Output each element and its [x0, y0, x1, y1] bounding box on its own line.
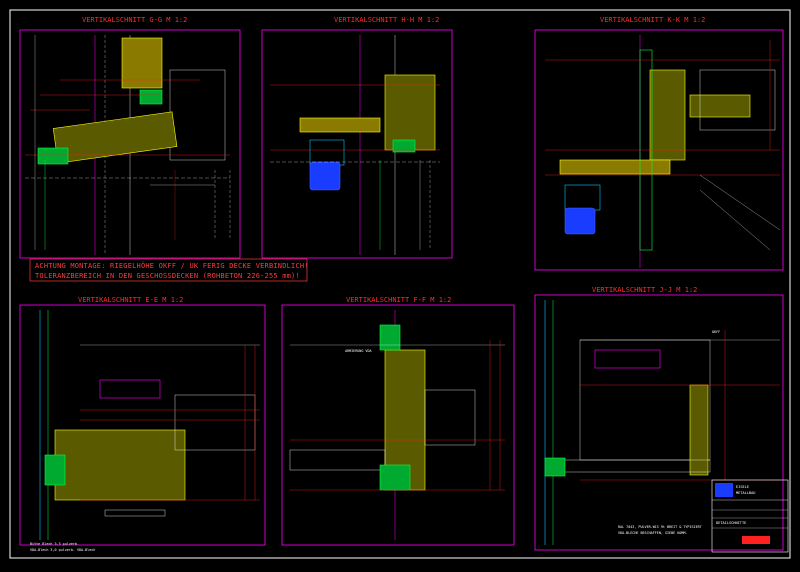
note-armierung: ARMIERUNG VDA	[345, 349, 372, 353]
title-gg: VERTIKALSCHNITT G-G M 1:2	[82, 16, 187, 24]
title-ff: VERTIKALSCHNITT F-F M 1:2	[346, 296, 451, 304]
frame-ff	[281, 304, 515, 546]
title-ee: VERTIKALSCHNITT E-E M 1:2	[78, 296, 183, 304]
frame-jj	[534, 294, 784, 551]
title-jj: VERTIKALSCHNITT J-J M 1:2	[592, 286, 697, 294]
detail-kk	[545, 35, 781, 268]
company-logo	[715, 483, 733, 497]
note-bottom-left-1: Bitte Blech 3,5 pulverb.	[30, 542, 79, 546]
detail-jj: OKFF	[544, 300, 780, 545]
note-okff: OKFF	[712, 330, 720, 334]
company-name-2: METALLBAU	[736, 491, 755, 495]
detail-ff: ARMIERUNG VDA	[289, 310, 505, 540]
sheet-frame	[9, 9, 791, 559]
motor-hh	[309, 161, 341, 191]
note-bottom-left-2: VDA-Blech 3,0 pulverb. VDA-Blech	[30, 548, 95, 552]
detail-ee	[39, 310, 260, 540]
company-name-1: EISELE	[736, 485, 749, 489]
warning-line-1: ACHTUNG MONTAGE: RIEGELHÖHE OKFF / UK FE…	[35, 261, 309, 270]
frame-hh	[261, 29, 453, 259]
frame-kk	[534, 29, 784, 271]
motor-kk	[564, 207, 596, 235]
title-kk: VERTIKALSCHNITT K-K M 1:2	[600, 16, 705, 24]
detail-gg	[25, 35, 231, 255]
drawing-label: DETAILSCHNITTE	[716, 521, 746, 525]
note-bottom-center-2: VDA-BLECHE BESCHAFFEN, SIEBE KOMM.	[618, 531, 687, 535]
frame-ee	[19, 304, 266, 546]
title-block: EISELE METALLBAU DETAILSCHNITTE	[711, 479, 789, 553]
title-hh: VERTIKALSCHNITT H-H M 1:2	[334, 16, 439, 24]
detail-hh	[270, 35, 440, 255]
frame-gg	[19, 29, 241, 259]
revision-stamp	[742, 536, 770, 544]
note-bottom-center-1: RAL 7043, PULVER-WIS 9t BREIT & TYPISIER…	[618, 525, 702, 529]
warning-box	[29, 258, 308, 282]
warning-line-2: TOLERANZBEREICH IN DEN GESCHOSSDECKEN (R…	[35, 272, 300, 280]
